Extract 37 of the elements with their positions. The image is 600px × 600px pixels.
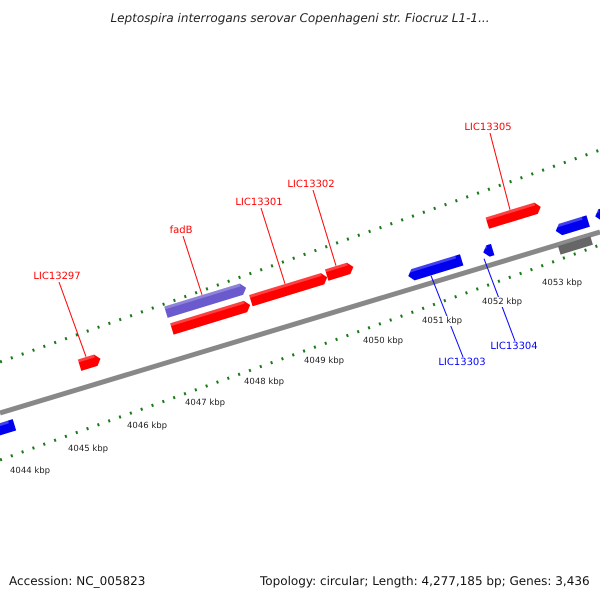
gene-feature	[485, 201, 543, 229]
gene-feature	[554, 215, 590, 237]
gene-label: LIC13305	[464, 122, 512, 133]
leader-line	[490, 132, 510, 210]
scale-label: 4052 kbp	[481, 297, 524, 307]
gene-feature	[324, 261, 356, 281]
leader-line	[484, 258, 516, 342]
leader-line	[312, 190, 336, 266]
gene-feature	[249, 272, 329, 306]
footer-text: Accession: NC_005823	[9, 574, 146, 588]
gene-label: LIC13297	[33, 271, 81, 282]
leader-line	[182, 236, 202, 296]
scale-label: 4053 kbp	[541, 278, 584, 288]
leader-line	[58, 282, 86, 358]
gene-feature	[170, 299, 252, 335]
gene-feature	[481, 244, 495, 258]
gene-label: LIC13301	[235, 197, 283, 208]
scale-label: 4050 kbp	[362, 336, 404, 346]
scale-label: 4045 kbp	[67, 444, 110, 454]
scale-label: 4049 kbp	[303, 356, 346, 366]
scale-label: 4047 kbp	[184, 398, 226, 408]
gene-feature	[406, 254, 464, 282]
scale-label: 4051 kbp	[421, 316, 464, 326]
gene-feature	[78, 353, 102, 371]
gene-label: LIC13304	[490, 341, 538, 352]
gene-feature	[557, 233, 593, 255]
footer-text: Topology: circular; Length: 4,277,185 bp; Genes: 3,436	[260, 574, 590, 588]
leader-line	[260, 208, 286, 284]
scale-label: 4046 kbp	[126, 421, 168, 431]
scale-label: 4048 kbp	[243, 377, 286, 387]
gene-feature	[164, 282, 248, 318]
gene-label: LIC13303	[438, 357, 486, 368]
leader-line	[430, 275, 464, 358]
title: Leptospira interrogans serovar Copenhageni str. Fiocruz L1-1...	[109, 11, 491, 25]
gene-label: LIC13302	[287, 179, 335, 190]
scale-label: 4044 kbp	[9, 466, 52, 476]
gene-label: fadB	[170, 225, 192, 236]
